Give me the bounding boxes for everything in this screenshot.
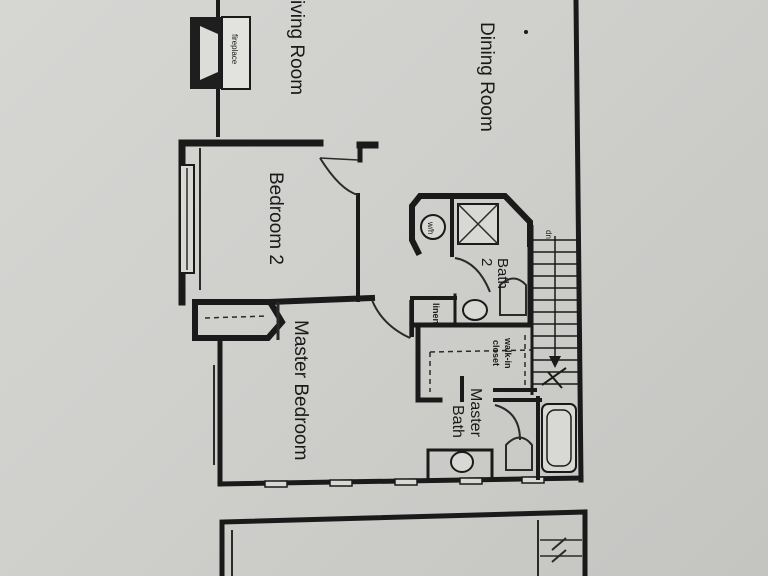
bedroom-2-top-left-wall xyxy=(178,139,324,306)
master-sink-icon xyxy=(450,451,474,473)
closet-shelf-top xyxy=(429,349,533,353)
bath-2-number: 2 xyxy=(478,258,495,266)
firebox xyxy=(200,26,218,80)
lower-unit-walls xyxy=(219,509,588,576)
bedroom-divider-wall xyxy=(266,294,376,306)
bedroom-2-label: Bedroom 2 xyxy=(265,172,286,265)
living-room-label: iving Room xyxy=(286,0,307,95)
closet-rod xyxy=(204,315,269,319)
stair-arrow-icon xyxy=(549,356,561,368)
master-bedroom-label: Master Bedroom xyxy=(290,320,311,460)
master-bath-door-swing xyxy=(494,404,521,441)
closet-label-2: closet xyxy=(491,340,501,366)
bath-2-label: Bath xyxy=(494,258,511,289)
stair-break-icon xyxy=(541,367,567,389)
bedroom-2-door xyxy=(319,157,359,161)
fireplace-hearth xyxy=(221,16,251,90)
water-heater-icon xyxy=(420,214,446,240)
master-bath-label-1: Master xyxy=(467,388,484,438)
master-toilet-icon xyxy=(505,436,533,471)
fireplace-unit: fireplace xyxy=(190,0,251,137)
bath-2-walls: w/h linen Bath 2 xyxy=(409,193,533,337)
bottom-windows xyxy=(264,476,545,488)
sink-icon xyxy=(462,299,488,321)
fireplace-label: fireplace xyxy=(230,34,239,65)
lower-plan-fragment xyxy=(219,509,588,576)
stairs-label: dn xyxy=(544,230,553,239)
bedroom-2-door-swing xyxy=(319,157,359,196)
staircase xyxy=(530,225,578,395)
dining-room-label: Dining Room xyxy=(476,22,497,132)
window-mark xyxy=(394,478,418,486)
linen-label: linen xyxy=(431,303,441,324)
master-door-swing xyxy=(371,299,411,339)
closet-outline xyxy=(192,299,286,341)
master-bath-label-2: Bath xyxy=(449,405,466,438)
bath-2-top-wall xyxy=(409,193,533,257)
water-heater-label: w/h xyxy=(426,221,435,234)
right-exterior-wall xyxy=(573,0,584,483)
window-mark xyxy=(329,479,353,487)
window-mark xyxy=(459,477,483,485)
closet-label-1: walk-in xyxy=(503,337,513,369)
window-mark xyxy=(264,480,288,488)
window-mark xyxy=(521,476,545,484)
walk-in-closet: walk-in closet xyxy=(415,327,537,403)
shower-x xyxy=(457,203,499,245)
bath-2-door-swing xyxy=(454,257,491,293)
tub-basin xyxy=(546,409,572,467)
master-bath: Master Bath xyxy=(426,388,577,480)
lower-stair-break xyxy=(551,537,567,563)
paper-speck xyxy=(524,30,528,34)
bedroom-2-walls xyxy=(178,139,379,306)
toilet-icon xyxy=(499,277,527,316)
bathtub-icon xyxy=(541,403,577,473)
